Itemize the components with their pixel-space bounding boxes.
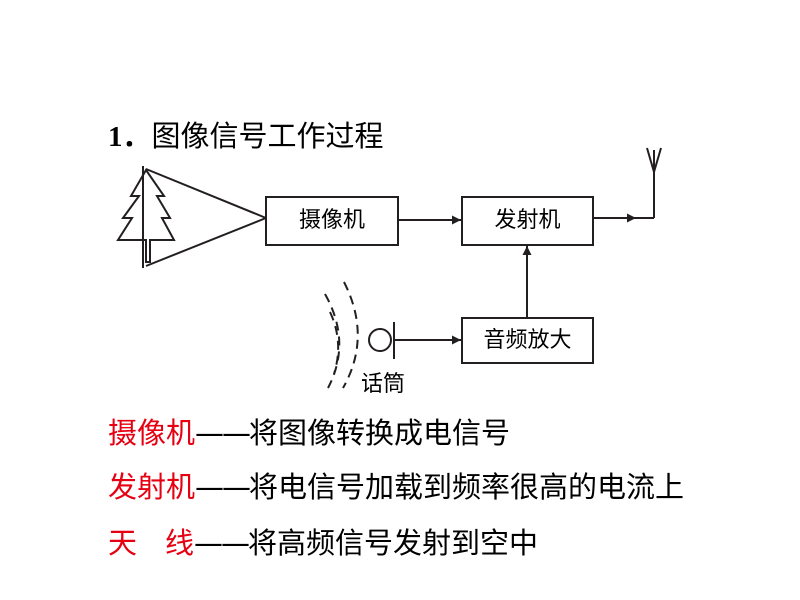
- microphone-label: 话筒: [361, 372, 406, 397]
- definition-antenna: 天线——将高频信号发射到空中: [108, 523, 538, 563]
- audio-amp-box: [461, 317, 594, 364]
- antenna-icon: [636, 147, 662, 219]
- section-title: 1．图像信号工作过程: [108, 116, 384, 157]
- term-antenna-char-1: 天: [108, 526, 138, 560]
- term-transmitter: 发射机: [108, 470, 196, 504]
- term-camera: 摄像机: [108, 416, 196, 450]
- transmitter-label: 发射机: [494, 208, 561, 233]
- definition-dash: ——: [194, 526, 250, 560]
- definition-camera-text: 将图像转换成电信号: [249, 416, 511, 450]
- tree-icon: [116, 168, 176, 263]
- term-antenna-char-2: 线: [165, 526, 195, 560]
- camera-lens-icon: [142, 166, 267, 268]
- camera-label: 摄像机: [298, 208, 365, 233]
- definition-transmitter-text: 将电信号加载到频率很高的电流上: [249, 470, 685, 504]
- definition-transmitter: 发射机——将电信号加载到频率很高的电流上: [108, 467, 684, 507]
- microphone-icon: [368, 322, 395, 359]
- definition-antenna-text: 将高频信号发射到空中: [248, 526, 539, 560]
- definition-camera: 摄像机——将图像转换成电信号: [108, 413, 510, 453]
- sound-waves-icon: [324, 281, 359, 389]
- definition-dash: ——: [195, 416, 251, 450]
- audio-amp-label: 音频放大: [483, 328, 572, 353]
- definition-dash: ——: [195, 470, 251, 504]
- section-title-text: 图像信号工作过程: [151, 119, 384, 153]
- transmitter-box: [461, 196, 594, 246]
- section-number: 1．: [108, 121, 152, 153]
